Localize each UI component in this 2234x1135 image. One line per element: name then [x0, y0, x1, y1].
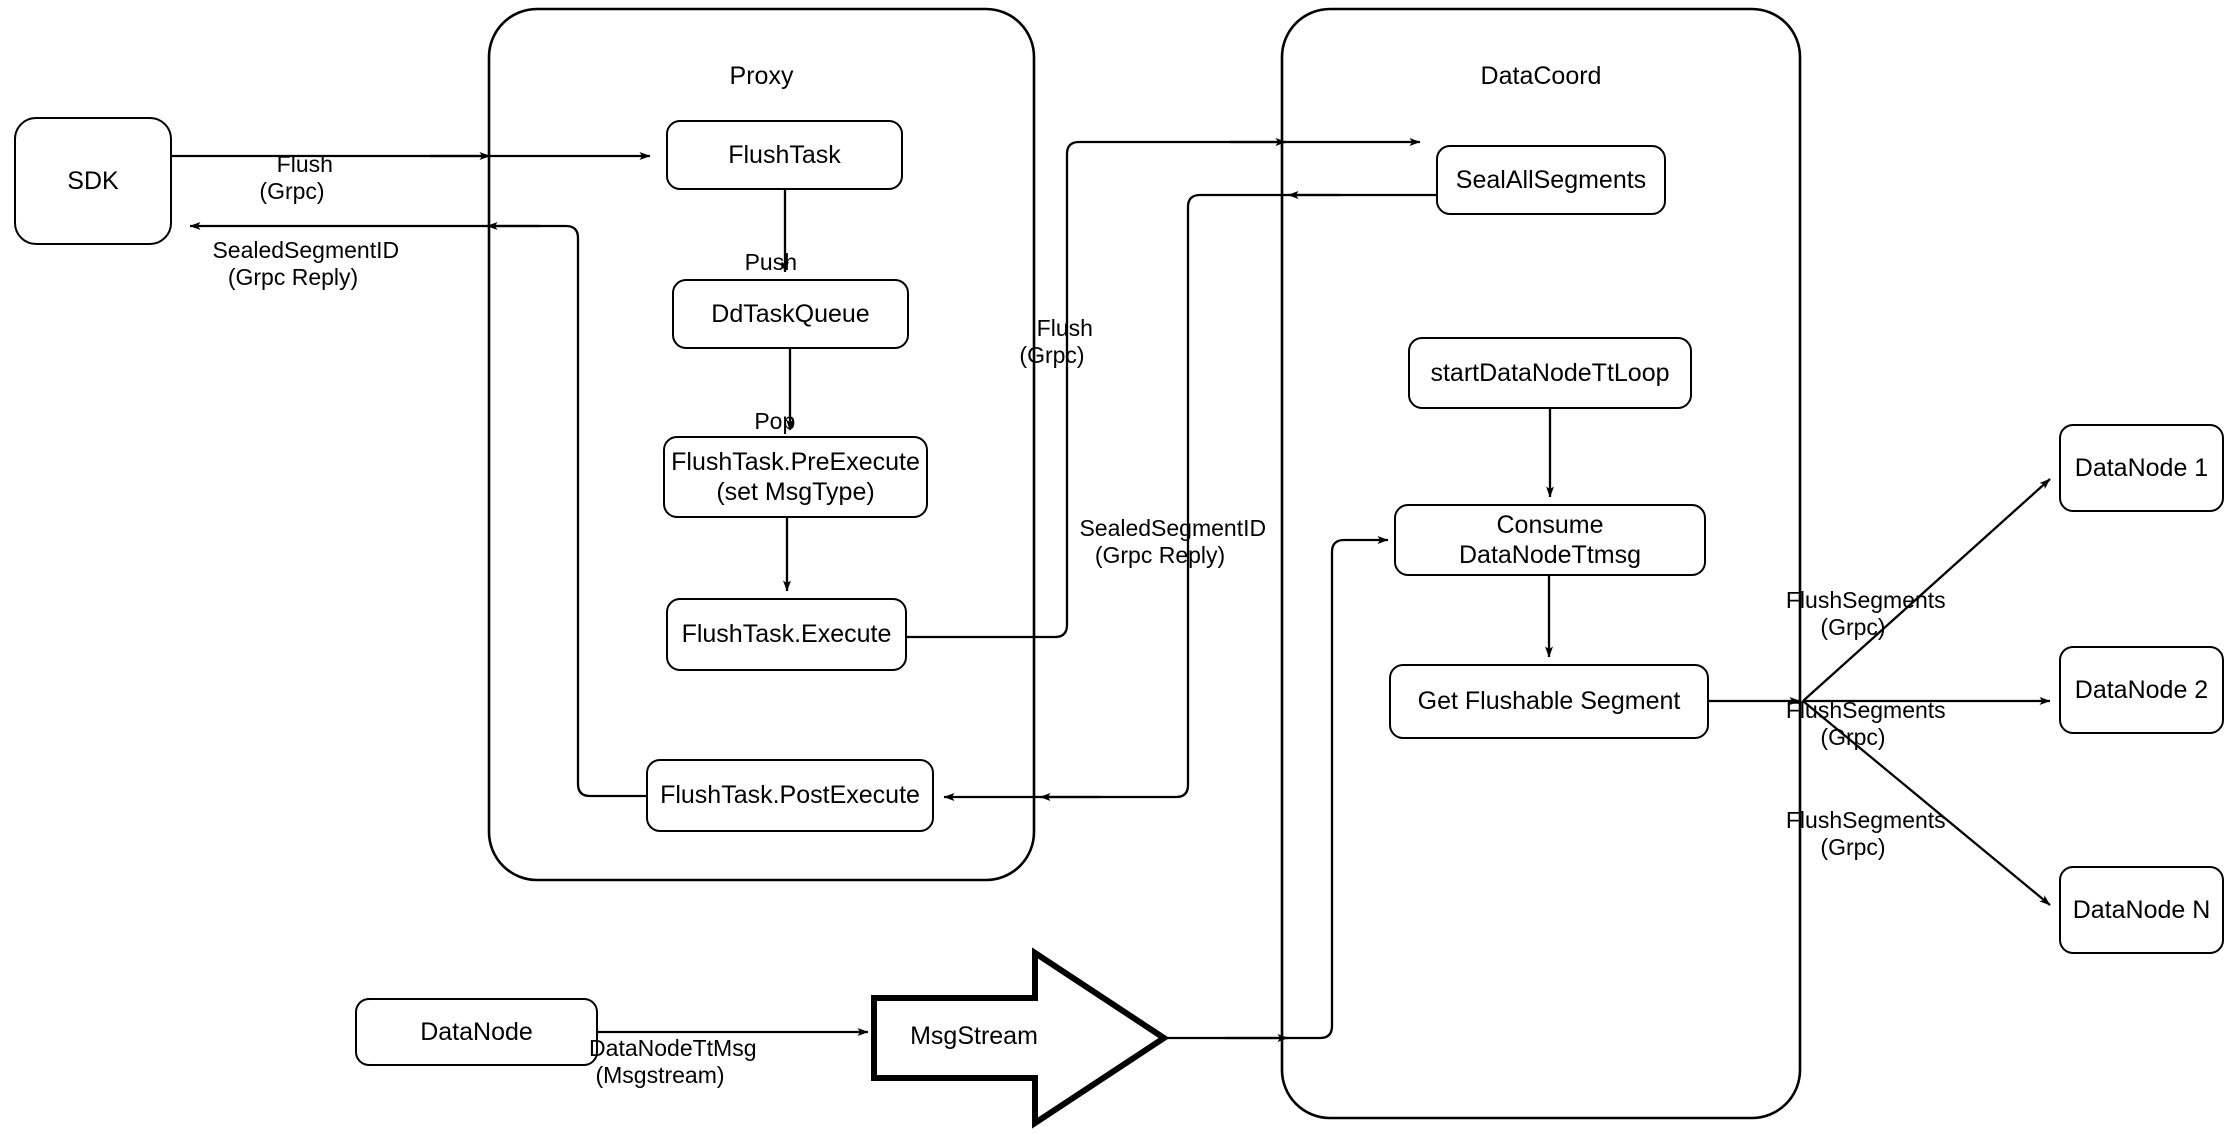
- node-datanode-n-label: DataNode N: [2072, 895, 2211, 924]
- edge-label-flush-proxy: Flush (Grpc): [1019, 315, 1093, 369]
- node-flushtask[interactable]: FlushTask: [666, 120, 903, 190]
- edge-hub-to-datanode1: [1802, 478, 2051, 702]
- node-datanode-source-label: DataNode: [420, 1017, 533, 1046]
- node-sdk-label: SDK: [67, 166, 119, 195]
- node-flushtask-execute-label: FlushTask.Execute: [681, 620, 892, 649]
- datacoord-group-border: [1280, 7, 1802, 1120]
- edge-label-pop: Pop: [754, 408, 796, 435]
- node-datanode-1-label: DataNode 1: [2074, 453, 2209, 482]
- node-datanode-source[interactable]: DataNode: [355, 998, 598, 1066]
- edge-hub-to-datanoden: [1802, 700, 2051, 906]
- node-get-flushable-segment-label: Get Flushable Segment: [1417, 687, 1681, 716]
- node-flushtask-postexecute[interactable]: FlushTask.PostExecute: [646, 759, 934, 832]
- edge-label-flushsegments-1: FlushSegments (Grpc): [1785, 587, 1946, 641]
- node-ddtaskqueue[interactable]: DdTaskQueue: [672, 279, 909, 349]
- edge-postexecute-to-sdk: [189, 222, 646, 798]
- node-start-datanode-ttloop-label: startDataNodeTtLoop: [1430, 358, 1670, 387]
- edge-label-push: Push: [744, 249, 797, 276]
- edge-msgstream-to-consume: [1164, 536, 1389, 1040]
- edge-label-sealedsegmentid-sdk: SealedSegmentID (Grpc Reply): [212, 237, 400, 291]
- edge-label-datanodettmsg: DataNodeTtMsg (Msgstream): [589, 1035, 757, 1089]
- node-datanode-2-label: DataNode 2: [2074, 675, 2209, 704]
- msgstream-label: MsgStream: [910, 1022, 1038, 1050]
- edge-label-flush-sdk: Flush (Grpc): [259, 151, 333, 205]
- group-label-proxy: Proxy: [729, 62, 794, 90]
- node-datanode-2[interactable]: DataNode 2: [2059, 646, 2224, 734]
- edge-execute-to-sealall: [907, 138, 1421, 639]
- proxy-group-border: [487, 7, 1036, 882]
- node-consume-datanode-ttmsg[interactable]: Consume DataNodeTtmsg: [1394, 504, 1706, 576]
- group-label-datacoord: DataCoord: [1480, 62, 1602, 90]
- node-start-datanode-ttloop[interactable]: startDataNodeTtLoop: [1408, 337, 1692, 409]
- edge-sealall-to-postexecute: [943, 193, 1436, 801]
- edge-label-sealedsegmentid-proxy: SealedSegmentID (Grpc Reply): [1079, 515, 1267, 569]
- node-sdk[interactable]: SDK: [14, 117, 172, 245]
- node-datanode-n[interactable]: DataNode N: [2059, 866, 2224, 954]
- node-flushtask-preexecute[interactable]: FlushTask.PreExecute (set MsgType): [663, 436, 928, 518]
- node-consume-datanode-ttmsg-label: Consume DataNodeTtmsg: [1458, 510, 1642, 570]
- node-flushtask-execute[interactable]: FlushTask.Execute: [666, 598, 907, 671]
- edge-label-flushsegments-2: FlushSegments (Grpc): [1785, 697, 1946, 751]
- node-flushtask-preexecute-label: FlushTask.PreExecute (set MsgType): [671, 447, 920, 507]
- msgstream-shape: [871, 947, 1170, 1129]
- node-flushtask-label: FlushTask: [728, 140, 841, 169]
- node-ddtaskqueue-label: DdTaskQueue: [711, 299, 870, 328]
- node-get-flushable-segment[interactable]: Get Flushable Segment: [1389, 664, 1709, 739]
- edge-label-flushsegments-n: FlushSegments (Grpc): [1785, 807, 1946, 861]
- node-sealallsegments[interactable]: SealAllSegments: [1436, 145, 1666, 215]
- node-flushtask-postexecute-label: FlushTask.PostExecute: [660, 781, 920, 810]
- node-sealallsegments-label: SealAllSegments: [1455, 165, 1647, 194]
- node-datanode-1[interactable]: DataNode 1: [2059, 424, 2224, 512]
